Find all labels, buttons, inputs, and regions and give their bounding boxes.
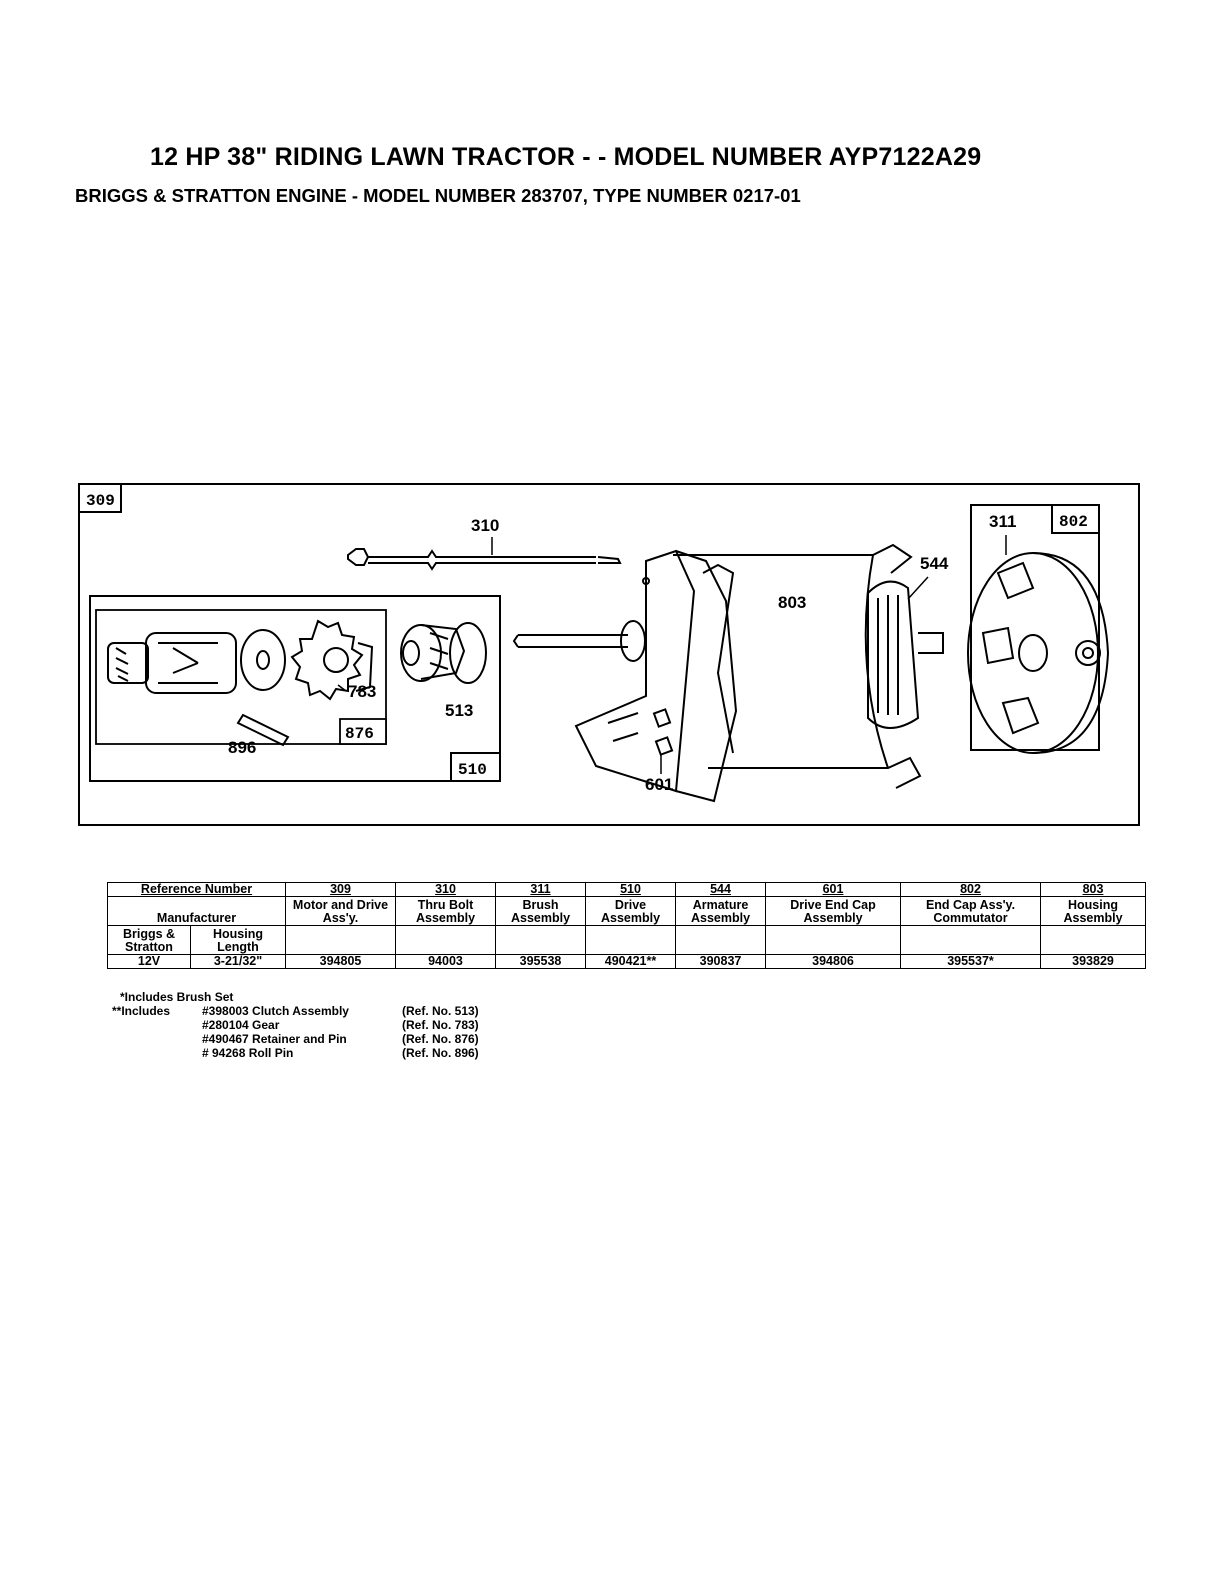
label-544: 544 [920,554,949,573]
include-ref: (Ref. No. 783) [402,1018,479,1032]
voltage-cell: 12V [107,954,191,969]
leader-783 [337,684,347,692]
roll-pin-part [236,713,290,747]
gear-part [290,619,374,701]
part-803: 393829 [1040,954,1146,969]
end-cap-commutator-part [967,552,1110,754]
drive-assembly-box [89,595,501,782]
part-544: 390837 [675,954,766,969]
ref-601: 601 [765,882,901,897]
part-510: 490421** [585,954,676,969]
housing-part [673,543,922,789]
desc-601: Drive End Cap Assembly [765,896,901,926]
include-ref: (Ref. No. 513) [402,1004,479,1018]
parts-table: Reference Number 309 310 311 510 544 601… [107,882,1146,969]
thru-bolt-part [347,548,622,571]
diagram-frame [78,483,1140,826]
clutch-assembly-part [400,622,487,684]
ref-510: 510 [585,882,676,897]
engine-subtitle: BRIGGS & STRATTON ENGINE - MODEL NUMBER … [75,185,801,206]
desc-544: Armature Assembly [675,896,766,926]
ref-row: Reference Number 309 310 311 510 544 601… [107,882,1146,897]
ref-802: 802 [900,882,1041,897]
label-876: 876 [345,725,374,743]
label-896: 896 [228,738,256,757]
part-802: 395537* [900,954,1041,969]
desc-803: Housing Assembly [1040,896,1146,926]
label-601: 601 [645,775,673,794]
note-2-label: **Includes [112,1004,171,1018]
label-802: 802 [1059,513,1088,531]
label-310: 310 [471,516,499,535]
include-item: #398003 Clutch Assembly [202,1004,349,1018]
label-513: 513 [445,701,473,720]
label-309: 309 [86,492,115,510]
washer-part [240,629,286,691]
desc-311: Brush Assembly [495,896,586,926]
ref-309: 309 [285,882,396,897]
box-802 [1051,504,1100,534]
subheader-row: Briggs & Stratton Housing Length [107,925,1146,955]
ref-310: 310 [395,882,496,897]
page-title: 12 HP 38" RIDING LAWN TRACTOR - - MODEL … [150,143,982,171]
include-item: #490467 Retainer and Pin [202,1032,347,1046]
box-309 [78,483,122,513]
desc-row: Manufacturer Motor and Drive Ass'y. Thru… [107,896,1146,926]
table-row: 12V 3-21/32" 394805 94003 395538 490421*… [107,954,1146,969]
include-ref: (Ref. No. 876) [402,1032,479,1046]
diagram-svg: 309 510 876 783 896 [78,483,1140,826]
box-876 [339,718,387,745]
desc-310: Thru Bolt Assembly [395,896,496,926]
col-briggs: Briggs & Stratton [107,925,191,955]
ref-header: Reference Number [107,882,286,897]
include-item: #280104 Gear [202,1018,280,1032]
desc-510: Drive Assembly [585,896,676,926]
leader-544 [907,576,929,600]
box-510 [450,752,501,782]
include-item: # 94268 Roll Pin [202,1046,294,1060]
housing-length-cell: 3-21/32" [190,954,286,969]
drive-end-cap-part [512,549,738,803]
clutch-spring-part [107,632,237,694]
manufacturer-header: Manufacturer [107,896,286,926]
retainer-box [95,609,387,745]
armature-part [867,580,944,729]
ref-544: 544 [675,882,766,897]
col-housing: Housing Length [190,925,286,955]
ref-803: 803 [1040,882,1146,897]
starter-exploded-diagram: 309 510 876 783 896 [78,483,1140,828]
label-311: 311 [989,512,1016,531]
part-311: 395538 [495,954,586,969]
desc-802: End Cap Ass'y. Commutator [900,896,1041,926]
desc-309: Motor and Drive Ass'y. [285,896,396,926]
label-510: 510 [458,761,487,779]
ref-311: 311 [495,882,586,897]
part-310: 94003 [395,954,496,969]
label-783: 783 [348,682,376,701]
part-601: 394806 [765,954,901,969]
part-309: 394805 [285,954,396,969]
include-ref: (Ref. No. 896) [402,1046,479,1060]
label-803: 803 [778,593,806,612]
note-1: *Includes Brush Set [120,990,234,1004]
